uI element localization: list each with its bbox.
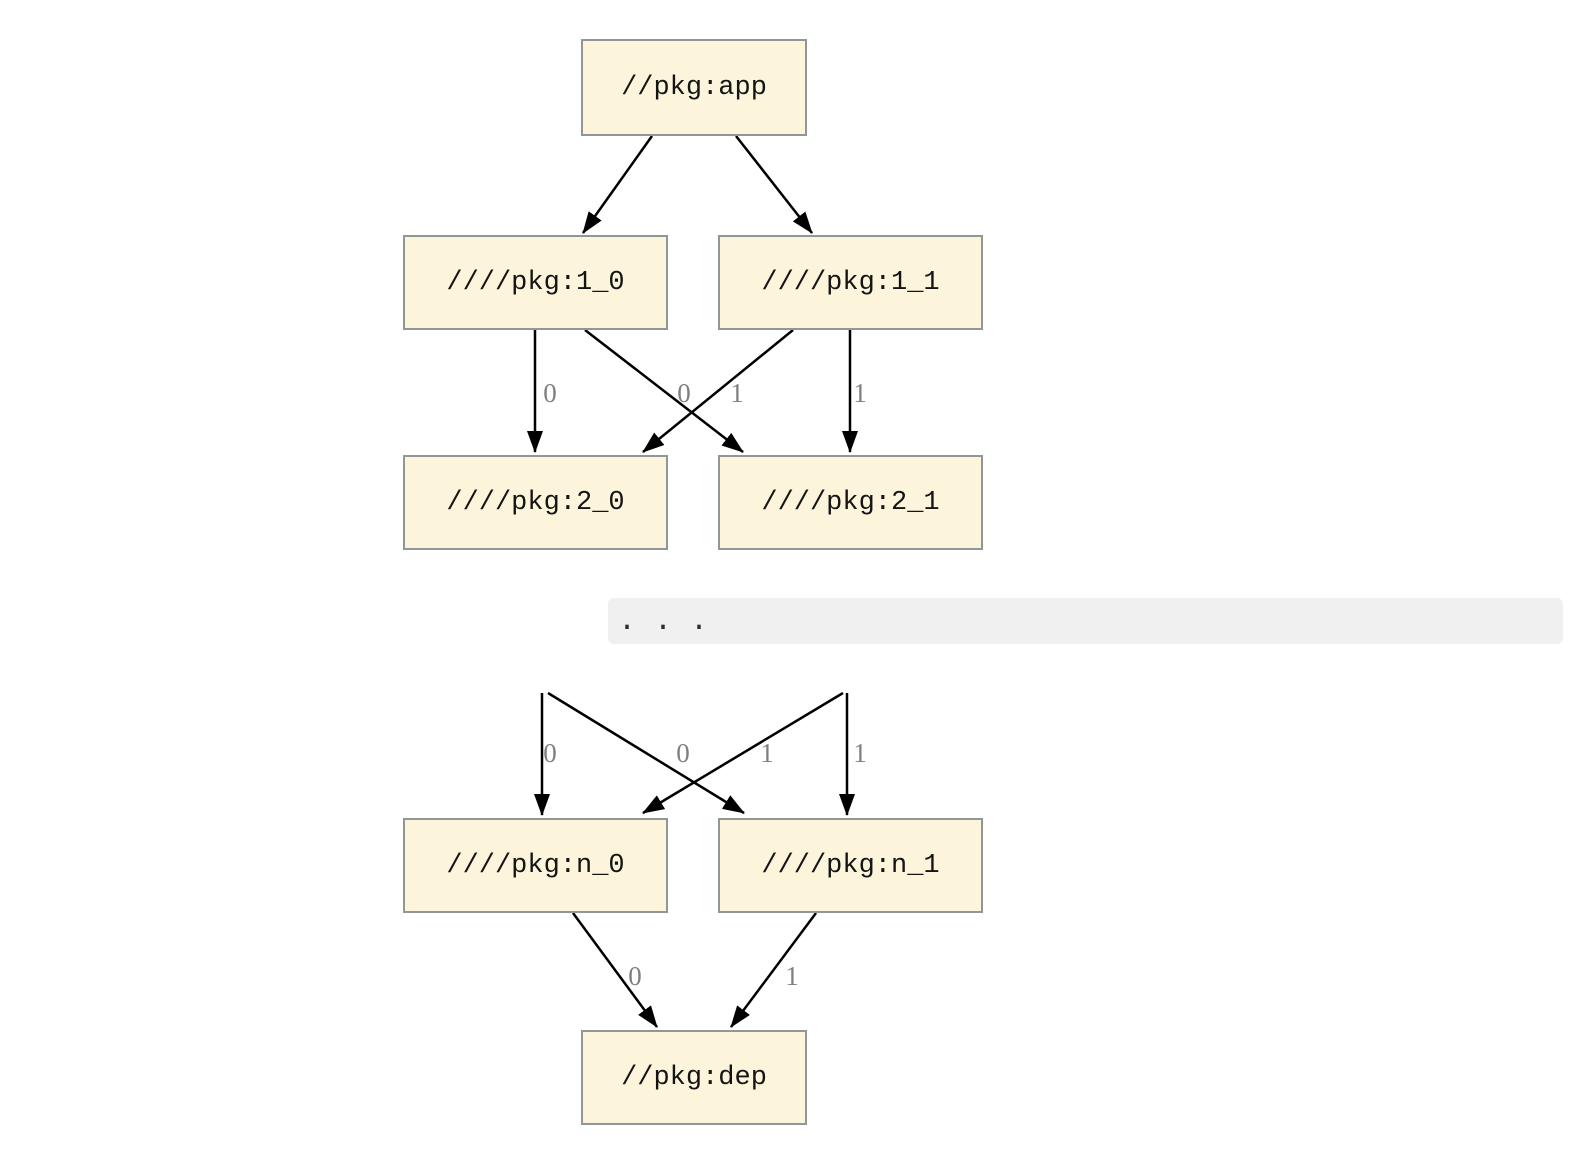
graph-edge-app-to-1_0	[581, 135, 654, 234]
edge-label: 1	[785, 961, 799, 991]
graph-node-2_1: ////pkg:2_1	[718, 455, 983, 550]
graph-edge-ellipsis-to-n_1	[547, 691, 745, 815]
edge-label: 1	[853, 378, 867, 408]
graph-edge-app-to-1_1	[735, 135, 813, 234]
graph-edge-ellipsis-to-n_0	[642, 691, 844, 815]
graph-node-n_0: ////pkg:n_0	[403, 818, 668, 913]
edge-label: 1	[760, 738, 774, 768]
edge-label: 0	[543, 738, 557, 768]
graph-node-1_1: ////pkg:1_1	[718, 235, 983, 330]
edge-label: 0	[677, 378, 691, 408]
graph-edge-1_0-to-2_1	[584, 329, 744, 453]
edge-label: 0	[543, 378, 557, 408]
graph-edge-n_0-to-dep	[571, 912, 659, 1028]
graph-edge-n_1-to-dep	[729, 912, 818, 1028]
edge-label: 1	[853, 738, 867, 768]
ellipsis-band: . . .	[608, 598, 1563, 644]
graph-node-1_0: ////pkg:1_0	[403, 235, 668, 330]
edge-label: 0	[676, 738, 690, 768]
graph-node-2_0: ////pkg:2_0	[403, 455, 668, 550]
graph-node-app: //pkg:app	[581, 39, 807, 136]
graph-edge-1_1-to-2_0	[642, 329, 794, 453]
edge-label: 0	[628, 961, 642, 991]
edge-label: 1	[730, 378, 744, 408]
graph-node-dep: //pkg:dep	[581, 1030, 807, 1125]
graph-node-n_1: ////pkg:n_1	[718, 818, 983, 913]
